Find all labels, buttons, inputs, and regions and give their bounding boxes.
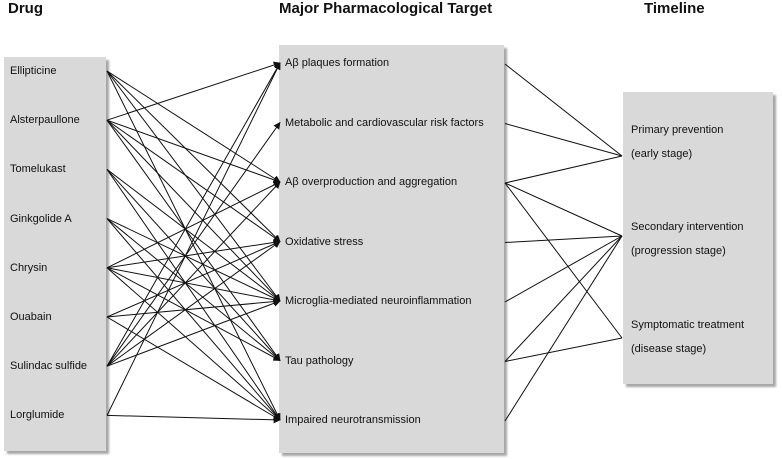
edge-drug6-target4: [106, 299, 281, 367]
edge-drug4-target5: [106, 267, 281, 361]
edge-drug1-target3: [106, 119, 281, 242]
edge-drug7-target0: [106, 62, 281, 416]
target-label-3: Aβ overproduction and aggregation: [285, 176, 458, 188]
edge-drug3-target4: [106, 218, 281, 302]
edge-drug5-target3: [106, 240, 281, 318]
target-label-1: Aβ plaques formation: [285, 57, 390, 69]
drug-label-lorglumide: Lorglumide: [10, 409, 65, 422]
edge-drug1-target2: [106, 119, 281, 184]
target-box: [279, 45, 504, 453]
edge-drug4-target3: [106, 238, 281, 269]
edge-drug4-target2: [106, 181, 281, 269]
drug-box: [4, 57, 106, 451]
target-label-4: Oxidative stress: [285, 235, 364, 248]
edge-drug2-target5: [106, 169, 281, 362]
edge-drug6-target1: [106, 121, 281, 367]
edge-drug7-target6: [106, 414, 281, 424]
target-column-header: Major Pharmacological Target: [279, 0, 493, 17]
edge-target5-stage2: [504, 337, 623, 362]
timeline-subtitle-symptomatic-treatment: (disease stage): [631, 343, 707, 355]
target-label-7: Impaired neurotransmission: [285, 414, 421, 426]
timeline-title-primary-prevention: Primary prevention: [631, 124, 724, 136]
edge-drug1-target0: [106, 61, 281, 121]
edge-target4-stage1: [504, 235, 623, 303]
edge-drug2-target6: [106, 169, 281, 421]
edge-drug3-target6: [106, 218, 281, 421]
edge-target1-stage0: [504, 123, 623, 157]
drug-label-alsterpaullone: Alsterpaullone: [10, 114, 80, 127]
edge-drug6-target3: [106, 241, 281, 367]
edge-drug1-target4: [106, 119, 281, 302]
drug-label-chrysin: Chrysin: [10, 261, 48, 274]
target-label-5: Microglia-mediated neuroinflammation: [285, 295, 472, 307]
timeline-title-symptomatic-treatment: Symptomatic treatment: [631, 319, 745, 331]
edge-target5-stage1: [504, 235, 623, 362]
edge-drug6-target2: [106, 181, 281, 367]
timeline-title-secondary-intervention: Secondary intervention: [631, 221, 744, 233]
edge-target2-stage2: [504, 182, 623, 339]
edge-drug3-target5: [106, 218, 281, 361]
drug-column-header: Drug: [8, 0, 43, 17]
edge-drug2-target4: [106, 169, 281, 302]
drug-label-ellipticine: Ellipticine: [10, 65, 57, 77]
drug-label-sulindac-sulfide: Sulindac sulfide: [10, 360, 88, 373]
target-label-2: Metabolic and cardiovascular risk factor…: [285, 116, 484, 129]
drug-label-tomelukast: Tomelukast: [10, 163, 66, 176]
timeline-box: [623, 92, 773, 384]
edge-drug5-target6: [106, 316, 281, 421]
edge-target2-stage1: [504, 182, 623, 237]
edge-drug0-target6: [106, 70, 281, 421]
edge-target6-stage1: [504, 235, 623, 422]
target-label-6: Tau pathology: [285, 354, 354, 367]
edge-drug6-target0: [106, 62, 281, 367]
edge-drug0-target4: [106, 70, 281, 302]
drug-label-ouabain: Ouabain: [10, 311, 52, 323]
timeline-column-header: Timeline: [644, 0, 705, 17]
edge-target0-stage0: [504, 63, 623, 157]
edge-drug0-target2: [106, 70, 281, 183]
edge-target2-stage0: [504, 155, 623, 184]
edge-drug4-target4: [106, 267, 281, 304]
edge-drug1-target5: [106, 119, 281, 362]
timeline-subtitle-secondary-intervention: (progression stage): [631, 245, 726, 257]
timeline-subtitle-primary-prevention: (early stage): [631, 148, 693, 160]
edge-target3-stage1: [504, 235, 623, 243]
edge-drug4-target6: [106, 267, 281, 421]
drug-label-ginkgolide-a: Ginkgolide A: [10, 212, 72, 225]
edge-drug5-target4: [106, 298, 281, 318]
